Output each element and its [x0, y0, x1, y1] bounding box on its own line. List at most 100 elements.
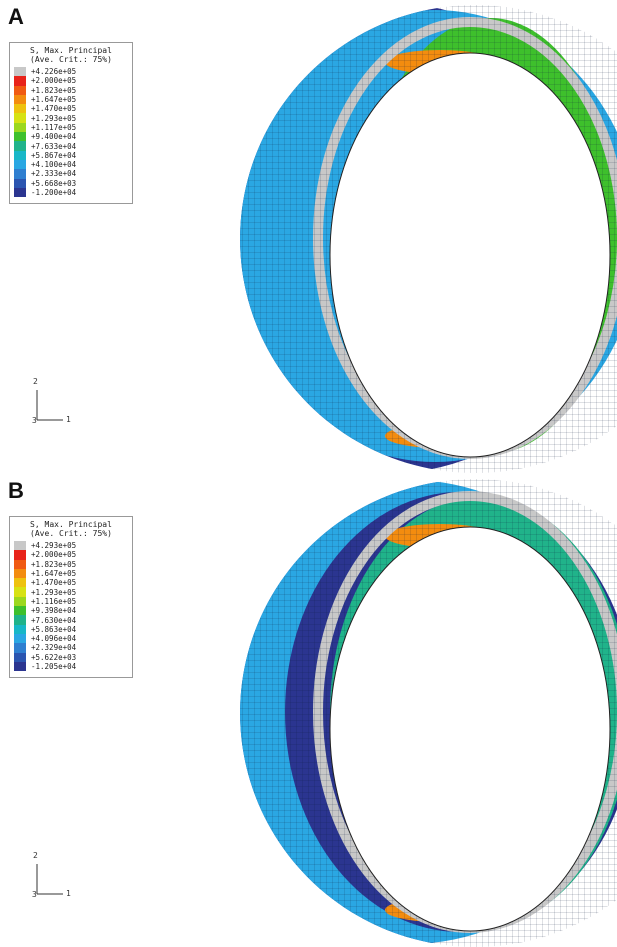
legend-swatch	[14, 624, 26, 634]
inner-hole-outline	[329, 526, 611, 932]
legend-row: +9.400e+04	[14, 132, 128, 142]
legend-value: +7.633e+04	[31, 141, 77, 151]
legend-swatch	[14, 169, 26, 179]
legend-rows: +4.293e+05+2.000e+05+1.823e+05+1.647e+05…	[14, 541, 128, 672]
legend-row: +5.668e+03	[14, 178, 128, 188]
legend-value: +5.867e+04	[31, 150, 77, 160]
legend-swatch	[14, 104, 26, 114]
legend-value: +1.293e+05	[31, 113, 77, 123]
legend-swatch	[14, 550, 26, 560]
legend-value: +2.000e+05	[31, 550, 77, 560]
legend-row: +1.647e+05	[14, 568, 128, 579]
legend-row: +5.863e+04	[14, 624, 128, 634]
legend-value: +2.000e+05	[31, 76, 77, 86]
axis-y-label: 2	[33, 377, 38, 386]
legend-row: +2.329e+04	[14, 643, 128, 653]
legend-value: +4.226e+05	[31, 67, 77, 77]
legend-swatch	[14, 587, 26, 597]
legend-value: +2.333e+04	[31, 169, 77, 179]
legend-row: +1.293e+05	[14, 587, 128, 597]
axis-triad-lines	[36, 864, 63, 895]
legend-row: +1.823e+05	[14, 559, 128, 569]
panel-label: A	[8, 4, 24, 29]
legend-row: +4.100e+04	[14, 159, 128, 170]
fe-mesh-plot	[240, 5, 617, 473]
legend-swatch	[14, 661, 26, 672]
legend-swatch	[14, 150, 26, 160]
legend-row: +5.622e+03	[14, 652, 128, 662]
legend-swatch	[14, 643, 26, 653]
legend-title: S, Max. Principal	[30, 46, 112, 55]
legend-swatch	[14, 76, 26, 86]
legend-swatch	[14, 596, 26, 607]
axis-x-label: 1	[66, 415, 71, 424]
panel-label: B	[8, 478, 24, 503]
axis-origin-label: 3	[32, 416, 37, 425]
legend-value: -1.200e+04	[31, 188, 77, 197]
legend-swatch	[14, 541, 26, 551]
legend-title: S, Max. Principal	[30, 520, 112, 529]
legend-swatch	[14, 578, 26, 588]
stress-legend: S, Max. Principal (Ave. Crit.: 75%) +4.2…	[9, 42, 133, 204]
legend-row: +5.867e+04	[14, 150, 128, 160]
legend-row: +4.096e+04	[14, 633, 128, 644]
axis-x-label: 1	[66, 889, 71, 898]
legend-swatch	[14, 122, 26, 133]
legend-row: +2.000e+05	[14, 550, 128, 560]
legend-row: +1.116e+05	[14, 596, 128, 607]
legend-value: +5.863e+04	[31, 624, 77, 634]
legend-value: +1.647e+05	[31, 95, 77, 105]
legend-swatch	[14, 85, 26, 95]
legend-swatch	[14, 606, 26, 616]
legend-swatch	[14, 652, 26, 662]
legend-value: -1.205e+04	[31, 662, 77, 671]
legend-value: +1.823e+05	[31, 85, 77, 95]
legend-value: +9.400e+04	[31, 132, 77, 142]
legend-row: +4.293e+05	[14, 541, 128, 551]
legend-row: +7.633e+04	[14, 141, 128, 151]
legend-value: +1.470e+05	[31, 578, 77, 588]
legend-swatch	[14, 568, 26, 579]
legend-row: -1.200e+04	[14, 187, 128, 198]
legend-rows: +4.226e+05+2.000e+05+1.823e+05+1.647e+05…	[14, 67, 128, 198]
legend-subtitle: (Ave. Crit.: 75%)	[30, 529, 112, 538]
legend-row: +7.630e+04	[14, 615, 128, 625]
legend-value: +1.293e+05	[31, 587, 77, 597]
legend-swatch	[14, 615, 26, 625]
stress-legend: S, Max. Principal (Ave. Crit.: 75%) +4.2…	[9, 516, 133, 678]
axis-triad-lines	[36, 390, 63, 421]
panel-b: B S, Max. Principal (Ave. Crit.: 75%) +4…	[0, 474, 617, 947]
legend-row: +1.470e+05	[14, 578, 128, 588]
legend-row: +4.226e+05	[14, 67, 128, 77]
legend-value: +2.329e+04	[31, 643, 77, 653]
legend-value: +4.293e+05	[31, 541, 77, 551]
legend-swatch	[14, 141, 26, 151]
axis-y-label: 2	[33, 851, 38, 860]
legend-swatch	[14, 67, 26, 77]
legend-swatch	[14, 113, 26, 123]
legend-swatch	[14, 159, 26, 170]
legend-row: +1.293e+05	[14, 113, 128, 123]
legend-swatch	[14, 187, 26, 198]
legend-value: +4.100e+04	[31, 160, 77, 170]
fe-mesh-plot	[240, 479, 617, 947]
legend-row: +1.823e+05	[14, 85, 128, 95]
legend-row: +1.117e+05	[14, 122, 128, 133]
axis-origin-label: 3	[32, 890, 37, 899]
legend-value: +5.668e+03	[31, 178, 77, 188]
legend-swatch	[14, 132, 26, 142]
legend-row: +2.333e+04	[14, 169, 128, 179]
legend-value: +9.398e+04	[31, 606, 77, 616]
legend-subtitle: (Ave. Crit.: 75%)	[30, 55, 112, 64]
legend-value: +1.117e+05	[31, 122, 77, 132]
legend-row: +9.398e+04	[14, 606, 128, 616]
legend-swatch	[14, 633, 26, 644]
panel-a: A S, Max. Principal (Ave. Crit.: 75%) +4…	[0, 0, 617, 473]
legend-value: +1.823e+05	[31, 559, 77, 569]
legend-value: +4.096e+04	[31, 634, 77, 644]
legend-row: +1.647e+05	[14, 94, 128, 105]
legend-row: +1.470e+05	[14, 104, 128, 114]
legend-value: +1.116e+05	[31, 596, 77, 606]
inner-hole-outline	[329, 52, 611, 458]
legend-value: +1.470e+05	[31, 104, 77, 114]
